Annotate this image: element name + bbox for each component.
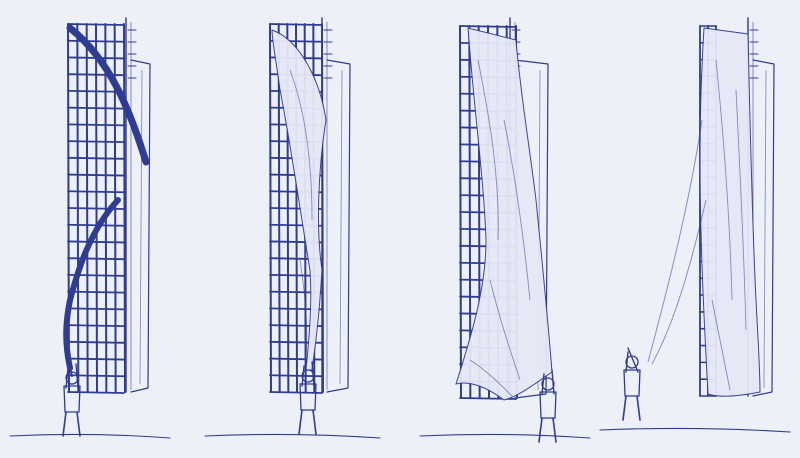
grid-line-horizontal (68, 241, 124, 242)
grid-line-horizontal (68, 191, 124, 192)
grid-line-horizontal (68, 342, 124, 343)
grid-line-horizontal (68, 24, 124, 25)
grid-line-horizontal (68, 392, 124, 393)
grid-line-horizontal (460, 26, 516, 27)
grid-line-horizontal (68, 359, 124, 360)
grid-line-horizontal (68, 175, 124, 176)
grid-line-horizontal (68, 124, 124, 125)
grid-line-vertical (124, 24, 125, 392)
grid-line-horizontal (68, 158, 124, 159)
grid-line-horizontal (68, 74, 124, 75)
grid-line-horizontal (68, 325, 124, 326)
grid-line-vertical (322, 24, 323, 392)
grid-line-horizontal (270, 392, 322, 393)
grid-line-horizontal (68, 208, 124, 209)
grid-line-horizontal (68, 308, 124, 309)
grid-line-horizontal (270, 24, 322, 25)
grid-line-horizontal (68, 141, 124, 142)
grid-line-horizontal (68, 292, 124, 293)
grid-line-horizontal (68, 41, 124, 42)
grid-line-horizontal (68, 108, 124, 109)
grid-line-horizontal (68, 258, 124, 259)
grid-line-horizontal (270, 359, 322, 360)
